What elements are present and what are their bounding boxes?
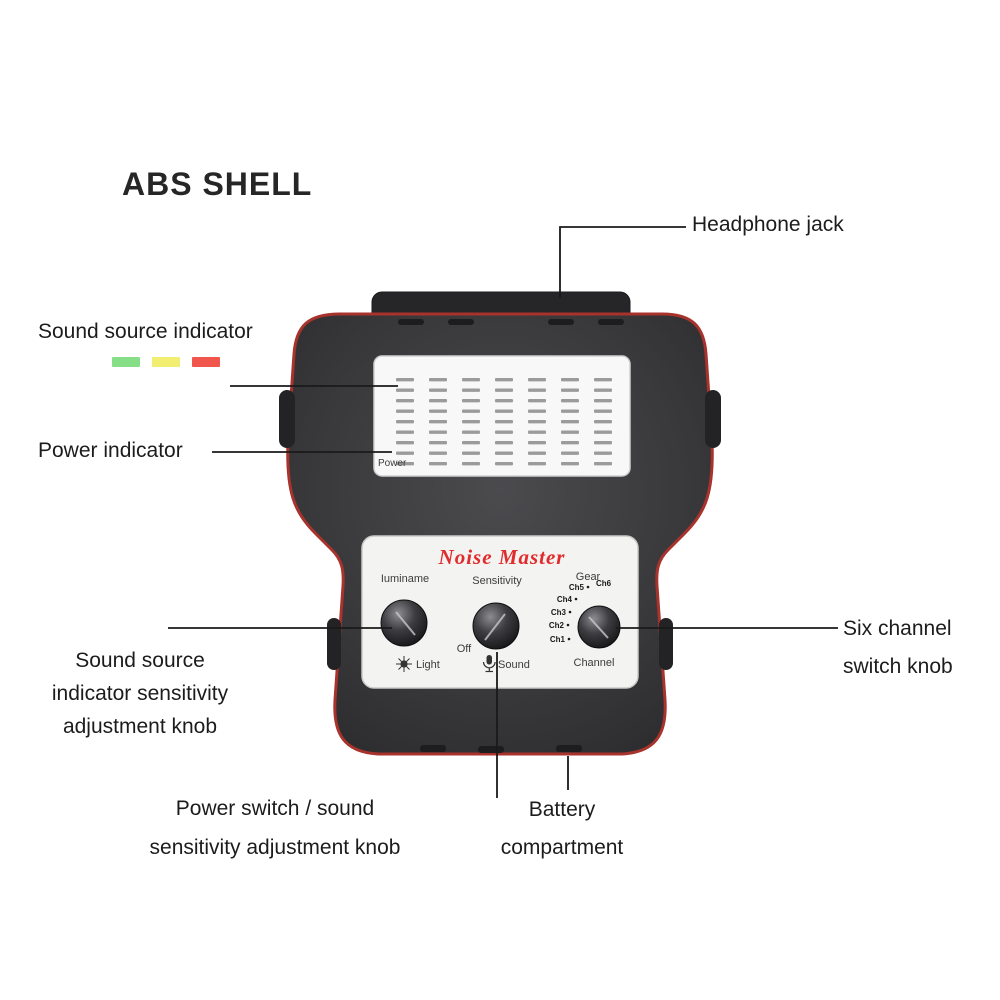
sensitivity-knob-label: Sensitivity xyxy=(472,575,522,587)
right-grip-tab xyxy=(705,390,721,448)
left-grip-tab xyxy=(279,390,295,448)
battery-line1: Battery xyxy=(528,798,596,821)
headphone-jack-label: Headphone jack xyxy=(692,213,844,236)
six-channel-line1: Six channel xyxy=(843,617,952,640)
channel-mark-ch6: Ch6 xyxy=(596,579,612,588)
vent-notch xyxy=(548,319,574,325)
channel-label: Channel xyxy=(574,657,615,669)
battery-line2: compartment xyxy=(500,836,624,859)
channel-mark-ch3: Ch3 xyxy=(551,608,567,617)
channel-dot xyxy=(567,637,571,641)
vent-notch xyxy=(398,319,424,325)
vent-notch xyxy=(598,319,624,325)
luminance-knob-label: Iuminame xyxy=(381,573,429,585)
light-label: Light xyxy=(416,659,440,671)
power-indicator-label: Power indicator xyxy=(38,439,183,462)
power-sound-knob-pointer xyxy=(484,613,506,641)
sound-source-indicator-label: Sound source indicator xyxy=(38,320,253,343)
indicator-swatches xyxy=(112,357,220,367)
channel-mark-ch2: Ch2 xyxy=(549,621,565,630)
sound-label: Sound xyxy=(498,659,530,671)
bottom-notch xyxy=(556,745,582,752)
sensitivity-knob-line2: indicator sensitivity xyxy=(51,682,229,705)
red-indicator-swatch xyxy=(192,357,220,367)
green-indicator-swatch xyxy=(112,357,140,367)
led-dash-grid xyxy=(396,372,620,468)
microphone-icon xyxy=(482,655,496,673)
bottom-notch xyxy=(478,746,504,753)
power-switch-line1: Power switch / sound xyxy=(175,797,375,820)
channel-dot xyxy=(586,585,590,589)
power-switch-knob-label: Power switch / sound sensitivity adjustm… xyxy=(115,789,435,867)
bottom-notch xyxy=(420,745,446,752)
channel-mark-ch5: Ch5 xyxy=(569,583,585,592)
page-title: ABS SHELL xyxy=(122,166,313,202)
channel-knob-pointer xyxy=(588,616,609,639)
six-channel-line2: switch knob xyxy=(843,655,953,678)
six-channel-knob-label: Six channel switch knob xyxy=(843,610,953,686)
channel-mark-ch1: Ch1 xyxy=(550,635,566,644)
brand-text: Noise Master xyxy=(438,545,566,569)
sensitivity-adjustment-knob-label: Sound source indicator sensitivity adjus… xyxy=(30,644,250,743)
off-label: Off xyxy=(457,643,472,655)
sensitivity-knob-line1: Sound source xyxy=(75,649,205,672)
lower-left-grip-tab xyxy=(327,618,341,670)
gear-knob-label: Gear xyxy=(576,571,601,583)
lower-right-grip-tab xyxy=(659,618,673,670)
yellow-indicator-swatch xyxy=(152,357,180,367)
display-power-label: Power xyxy=(378,458,407,469)
vent-notch xyxy=(448,319,474,325)
sun-icon xyxy=(396,656,412,672)
battery-compartment-label: Battery compartment xyxy=(462,791,662,867)
luminance-knob-pointer xyxy=(395,611,416,636)
sensitivity-knob-line3: adjustment knob xyxy=(62,715,218,738)
channel-dot xyxy=(574,597,578,601)
channel-mark-ch4: Ch4 xyxy=(557,595,573,604)
headphone-jack-callout-line xyxy=(559,226,686,298)
channel-dot xyxy=(568,610,572,614)
power-switch-line2: sensitivity adjustment knob xyxy=(149,836,401,859)
channel-dot xyxy=(566,623,570,627)
